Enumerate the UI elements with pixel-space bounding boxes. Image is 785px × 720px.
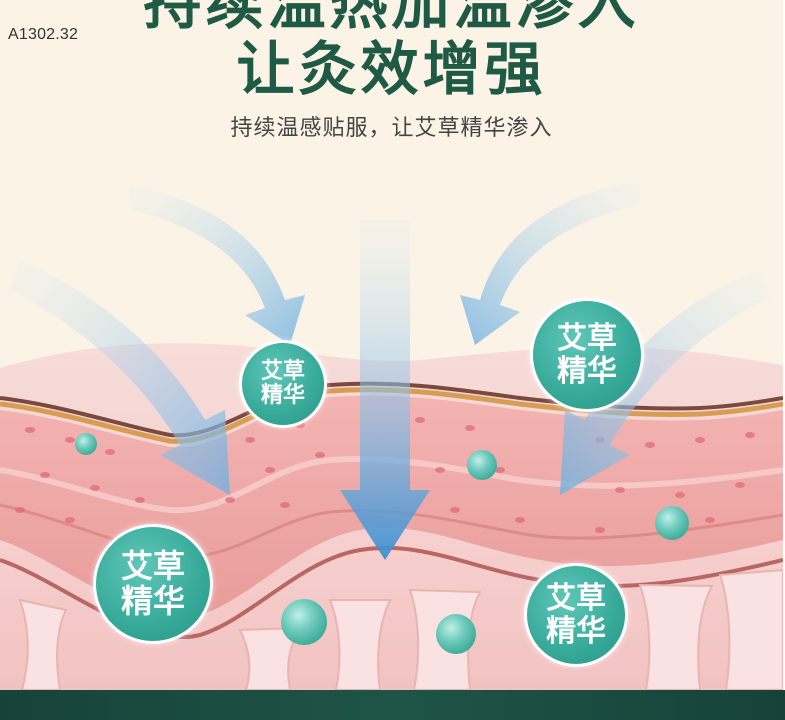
badge-line: 艾草 (557, 321, 617, 356)
mugwort-essence-badge: 艾草 精华 (93, 524, 213, 644)
essence-ball (436, 614, 476, 654)
arrow-top-right (460, 180, 640, 345)
subheadline: 持续温感贴服，让艾草精华渗入 (230, 116, 553, 141)
badge-line: 精华 (546, 614, 606, 649)
penetration-arrows (10, 180, 770, 560)
cell-dots (15, 417, 755, 543)
arrow-center (340, 220, 430, 560)
badge-line: 艾草 (120, 546, 185, 585)
badge-line: 精华 (260, 383, 305, 408)
essence-ball (655, 506, 689, 540)
arrow-right (560, 270, 770, 495)
badge-line: 精华 (120, 582, 185, 620)
badge-line: 艾草 (546, 581, 606, 616)
badge-line: 精华 (557, 354, 617, 389)
essence-ball (75, 433, 97, 455)
essence-ball (281, 599, 327, 645)
footer-band (0, 690, 785, 720)
mugwort-essence-badge: 艾草 精华 (239, 340, 327, 428)
arrow-left (10, 260, 230, 495)
arrow-top-left (130, 185, 305, 345)
essence-ball (467, 450, 497, 480)
essence-particles (75, 433, 689, 654)
badge-line: 艾草 (260, 358, 305, 384)
headline-partial: 持续温热加温渗入 (143, 0, 640, 37)
right-edge (783, 0, 785, 690)
product-code: A1302.32 (8, 26, 79, 43)
mugwort-essence-badge: 艾草 精华 (524, 563, 628, 667)
headline: 让灸效增强 (236, 35, 547, 103)
mugwort-essence-badge: 艾草 精华 (530, 298, 644, 412)
illustration-panel: A1302.32 持续温热加温渗入 让灸效增强 持续温感贴服，让艾草精华渗入 艾… (0, 0, 783, 690)
dermis-wave (0, 456, 783, 514)
